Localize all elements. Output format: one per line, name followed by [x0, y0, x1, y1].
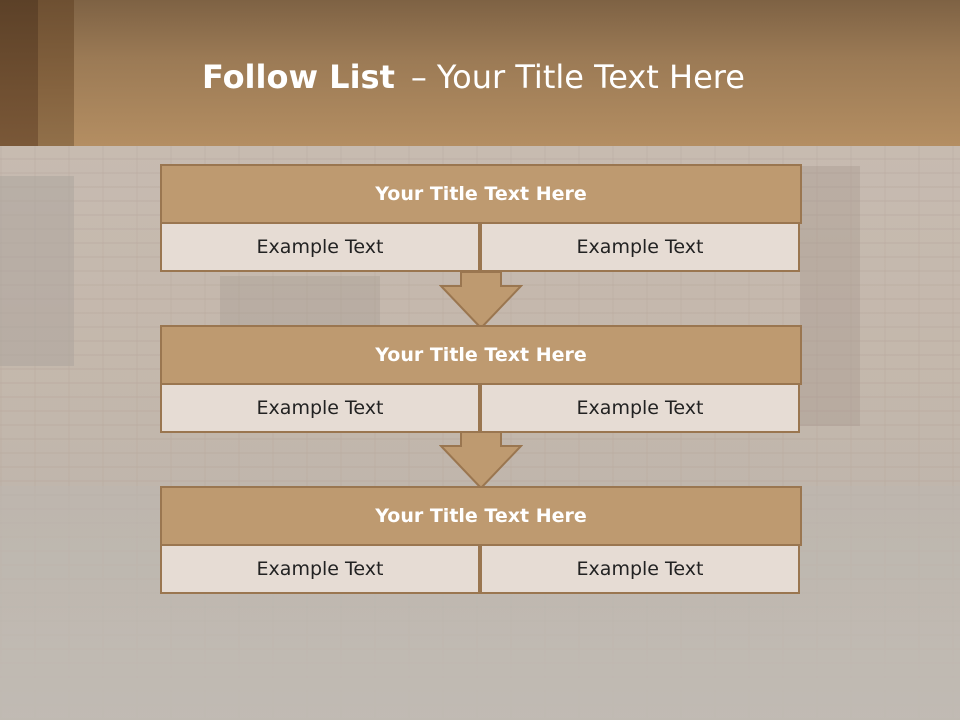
- flow-block-cell-left: Example Text: [160, 222, 480, 272]
- flow-block-title: Your Title Text Here: [160, 486, 802, 546]
- slide-title-rest: Your Title Text Here: [436, 58, 745, 96]
- photo-door-right: [800, 166, 860, 426]
- down-arrow-icon: [439, 272, 523, 330]
- header-accent-bar-dark: [0, 0, 38, 146]
- slide-title-bold: Follow List: [202, 58, 395, 96]
- flow-block-cell-right: Example Text: [480, 222, 800, 272]
- down-arrow-icon: [439, 432, 523, 490]
- flow-block-cell-right: Example Text: [480, 544, 800, 594]
- flow-block-cell-left: Example Text: [160, 383, 480, 433]
- slide-title: Follow List–Your Title Text Here: [202, 52, 745, 102]
- flow-block-title: Your Title Text Here: [160, 325, 802, 385]
- slide-title-dash: –: [410, 58, 427, 96]
- photo-window-left: [0, 176, 74, 366]
- flow-block-cell-right: Example Text: [480, 383, 800, 433]
- flow-block-title: Your Title Text Here: [160, 164, 802, 224]
- flow-block-cell-left: Example Text: [160, 544, 480, 594]
- header-accent-bar-light: [38, 0, 74, 146]
- header-band: Follow List–Your Title Text Here: [0, 0, 960, 146]
